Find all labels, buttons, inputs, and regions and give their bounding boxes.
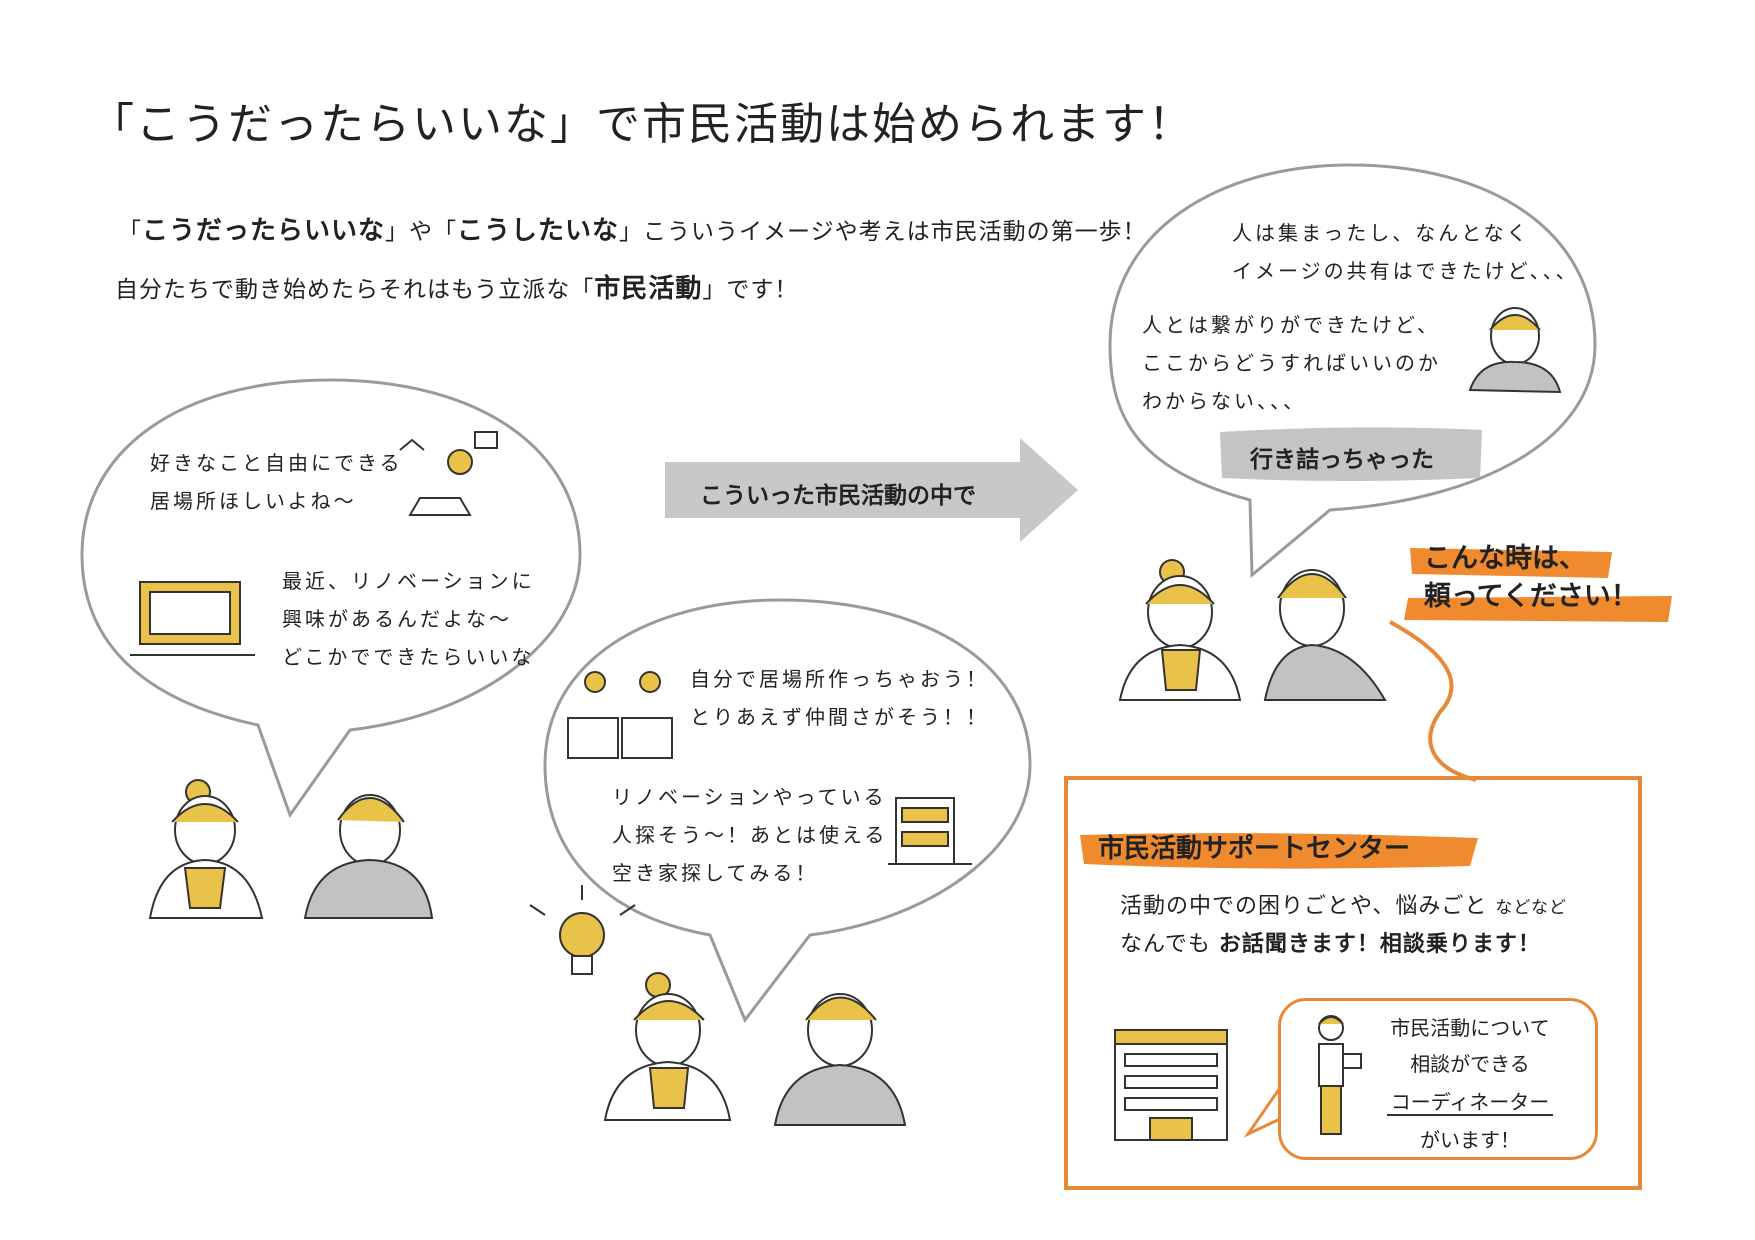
intro-line-1: 「こうだったらいいな」や「こうしたいな」こういうイメージや考えは市民活動の第一歩… xyxy=(118,210,1147,247)
building-icon xyxy=(1114,1029,1228,1141)
bubble2-line5: 空き家探してみる！ xyxy=(612,861,819,885)
intro-line2-bold: 市民活動 xyxy=(594,274,703,304)
building-renovation-icon xyxy=(888,797,972,865)
brush-callout-2 xyxy=(1404,596,1672,622)
brush-stuck xyxy=(1220,427,1482,481)
laptop-person-icon xyxy=(399,431,498,516)
bubble1-line2: 居場所ほしいよね～ xyxy=(150,489,357,513)
person-man-2 xyxy=(773,993,907,1126)
renovation-icon xyxy=(130,581,255,656)
connector-line xyxy=(1389,620,1477,782)
bubble2-line2: とりあえず仲間さがそう！！ xyxy=(690,705,989,729)
support-center-box xyxy=(1064,776,1642,1190)
stuck-label: 行き詰っちゃった xyxy=(1250,447,1434,473)
intro-bracket-mid: 」や「 xyxy=(385,219,458,245)
speech-bubble-2 xyxy=(543,598,1032,1023)
coordinator-line3: コーディネーター xyxy=(1386,1090,1554,1116)
support-line2-pre: なんでも xyxy=(1120,932,1211,957)
desk-people-icon xyxy=(567,671,673,759)
bubble2-line3: リノベーションやっている xyxy=(612,785,887,809)
bubble3-line4: ここからどうすればいいのか xyxy=(1142,351,1441,375)
brush-callout-1 xyxy=(1410,548,1612,578)
coordinator-line3-wrap: コーディネーター xyxy=(1360,1086,1580,1116)
person-woman-2 xyxy=(603,972,732,1121)
intro-line-2: 自分たちで動き始めたらそれはもう立派な「市民活動」です！ xyxy=(115,268,798,305)
coordinator-line4: がいます！ xyxy=(1420,1128,1520,1152)
bubble3-line1: 人は集まったし、なんとなく xyxy=(1232,221,1530,245)
bubble2-line1: 自分で居場所作っちゃおう！ xyxy=(690,667,989,691)
page-title: 「こうだったらいいな」で市民活動は始められます！ xyxy=(90,99,1194,150)
bubble2-line4: 人探そう～！あとは使える xyxy=(612,823,888,847)
support-line-1: 活動の中での困りごとや、悩みごと などなど xyxy=(1120,888,1567,920)
person-woman-1 xyxy=(148,779,264,919)
intro-bold-1: こうだったらいいな xyxy=(142,216,386,246)
intro-bracket-open: 「 xyxy=(118,219,142,245)
bubble3-line5: わからない、、、 xyxy=(1142,389,1306,413)
coordinator-bubble-tail xyxy=(1243,1084,1284,1138)
intro-rest: 」こういうイメージや考えは市民活動の第一歩！ xyxy=(619,219,1147,245)
coordinator-line1: 市民活動について xyxy=(1390,1016,1550,1040)
support-line2-bold: お話聞きます！相談乗ります！ xyxy=(1218,932,1541,957)
intro-line2-pre: 自分たちで動き始めたらそれはもう立派な「 xyxy=(115,277,595,303)
support-line-2: なんでも お話聞きます！相談乗ります！ xyxy=(1120,926,1541,958)
callout-line2: 頼ってください！ xyxy=(1424,581,1638,612)
speech-bubble-1 xyxy=(80,378,582,819)
arrow-label: こういった市民活動の中で xyxy=(700,483,976,509)
person-man-3 xyxy=(1263,569,1387,701)
intro-line2-post: 」です！ xyxy=(702,277,799,303)
brush-support xyxy=(1080,833,1478,869)
coordinator-line2: 相談ができる xyxy=(1410,1052,1530,1076)
person-woman-3 xyxy=(1118,559,1242,701)
bubble1-line4: 興味があるんだよな～ xyxy=(282,607,512,631)
arrow-right xyxy=(665,438,1078,542)
bubble3-line2: イメージの共有はできたけど、、、 xyxy=(1232,259,1579,283)
support-line1-small: などなど xyxy=(1495,898,1568,918)
lightbulb-icon xyxy=(529,885,636,975)
callout-line1: こんな時は、 xyxy=(1424,543,1586,574)
intro-bold-2: こうしたいな xyxy=(457,216,620,246)
bubble1-line3: 最近、リノベーションに xyxy=(282,569,535,593)
support-center-title: 市民活動サポートセンター xyxy=(1098,834,1411,864)
person-man-1 xyxy=(303,794,434,919)
person-troubled xyxy=(1468,307,1562,394)
bubble1-line5: どこかでできたらいいな xyxy=(282,645,535,669)
bubble1-line1: 好きなこと自由にできる xyxy=(150,451,403,475)
coordinator-person-icon xyxy=(1318,1015,1362,1135)
support-line1-main: 活動の中での困りごとや、悩みごと xyxy=(1120,894,1488,919)
bubble3-line3: 人とは繋がりができたけど、 xyxy=(1142,313,1440,337)
